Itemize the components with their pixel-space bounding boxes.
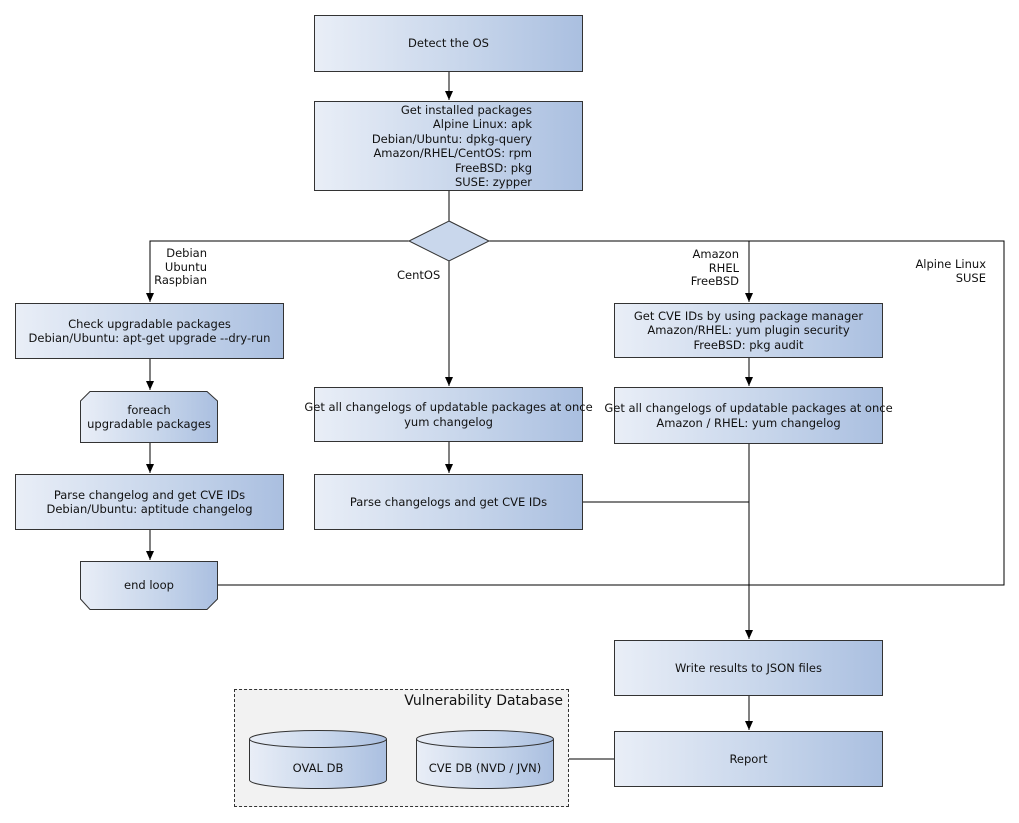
edge-decision-to-alpine (218, 240, 1005, 586)
report-node: Report (614, 731, 883, 787)
check-upgradable-node: Check upgradable packages Debian/Ubuntu:… (15, 303, 284, 359)
cve-ids-package-manager-node: Get CVE IDs by using package manager Ama… (614, 303, 883, 358)
foreach-loop-node: foreach upgradable packages (80, 391, 218, 443)
branch-label-alpine: Alpine Linux SUSE (915, 257, 986, 285)
branch-label-centos: CentOS (397, 268, 441, 282)
edge-decision-to-debian (146, 240, 409, 302)
detect-os-node: Detect the OS (314, 15, 583, 72)
branch-label-debian: Debian Ubuntu Raspbian (154, 246, 207, 287)
branch-label-amazon: Amazon RHEL FreeBSD (690, 247, 739, 288)
amazon-changelogs-node: Get all changelogs of updatable packages… (604, 387, 893, 444)
centos-parse-node: Parse changelogs and get CVE IDs (314, 474, 583, 530)
os-decision-diamond (407, 220, 491, 262)
end-loop-node: end loop (80, 561, 218, 610)
centos-changelogs-node: Get all changelogs of updatable packages… (304, 387, 593, 442)
vulnerability-database-title: Vulnerability Database (404, 693, 563, 709)
database-icon (249, 730, 387, 789)
parse-changelog-debian-node: Parse changelog and get CVE IDs Debian/U… (15, 474, 284, 530)
loop-end-shape (80, 561, 218, 610)
write-json-node: Write results to JSON files (614, 640, 883, 696)
get-installed-packages-node: Get installed packages Alpine Linux: apk… (314, 101, 583, 191)
oval-db-cylinder: OVAL DB (249, 730, 387, 789)
loop-start-shape (80, 391, 218, 443)
database-icon (416, 730, 554, 789)
cve-db-cylinder: CVE DB (NVD / JVN) (416, 730, 554, 789)
